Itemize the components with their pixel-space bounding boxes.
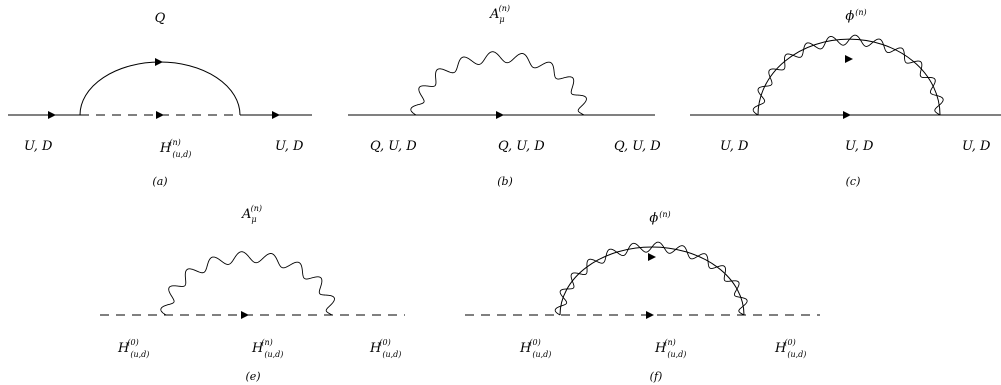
label-e-middle: H(u,d)(n) bbox=[251, 338, 283, 359]
label-a-left: U, D bbox=[24, 139, 53, 154]
arrow-loop bbox=[648, 253, 656, 261]
diagram-b: Aμ(n) Q, U, D Q, U, D Q, U, D (b) bbox=[348, 4, 661, 188]
label-c-middle: U, D bbox=[845, 139, 874, 154]
diagram-c: ϕ(n) U, D U, D U, D (c) bbox=[690, 8, 1001, 188]
label-e-right: H(u,d)(0) bbox=[369, 338, 401, 359]
gauge-boson-wavy-arc bbox=[410, 51, 587, 116]
arrow-middle bbox=[646, 311, 654, 319]
label-e-left: H(u,d)(0) bbox=[117, 338, 149, 359]
arrow-loop bbox=[845, 55, 853, 63]
scalar-wavy-arc bbox=[554, 241, 748, 316]
caption-e: (e) bbox=[245, 370, 260, 383]
loop-label-c: ϕ(n) bbox=[845, 8, 866, 24]
caption-b: (b) bbox=[497, 175, 513, 188]
label-b-middle: Q, U, D bbox=[498, 139, 545, 154]
label-f-left: H(u,d)(0) bbox=[519, 338, 551, 359]
loop-label-e: Aμ(n) bbox=[241, 204, 262, 224]
arrow-middle bbox=[156, 111, 164, 119]
diagram-f: ϕ(n) H(u,d)(0) H(u,d)(n) H(u,d)(0) (f) bbox=[465, 210, 820, 383]
fermion-loop-arc bbox=[79, 61, 241, 116]
label-c-left: U, D bbox=[720, 139, 749, 154]
label-b-left: Q, U, D bbox=[370, 139, 417, 154]
arrow-middle bbox=[843, 111, 851, 119]
scalar-arc bbox=[757, 38, 941, 116]
diagram-a: Q U, D H(u,d)(n) U, D (a) bbox=[8, 11, 312, 188]
arrow-right bbox=[272, 111, 280, 119]
caption-a: (a) bbox=[152, 175, 167, 188]
label-f-right: H(u,d)(0) bbox=[774, 338, 806, 359]
label-b-right: Q, U, D bbox=[614, 139, 661, 154]
arrow-loop bbox=[155, 58, 163, 66]
loop-label-a: Q bbox=[155, 11, 166, 26]
label-f-middle: H(u,d)(n) bbox=[654, 338, 686, 359]
loop-label-b: Aμ(n) bbox=[489, 4, 510, 24]
loop-label-f: ϕ(n) bbox=[649, 210, 670, 226]
arrow-left bbox=[48, 111, 56, 119]
arrow-middle bbox=[241, 311, 249, 319]
label-a-right: U, D bbox=[275, 139, 304, 154]
caption-f: (f) bbox=[650, 370, 663, 383]
label-a-middle: H(u,d)(n) bbox=[159, 138, 191, 159]
label-c-right: U, D bbox=[962, 139, 991, 154]
scalar-wavy-arc bbox=[752, 34, 944, 116]
diagram-e: Aμ(n) H(u,d)(0) H(u,d)(n) H(u,d)(0) (e) bbox=[100, 204, 405, 383]
arrow-middle bbox=[496, 111, 504, 119]
gauge-boson-wavy-arc bbox=[160, 251, 335, 316]
caption-c: (c) bbox=[846, 175, 861, 188]
